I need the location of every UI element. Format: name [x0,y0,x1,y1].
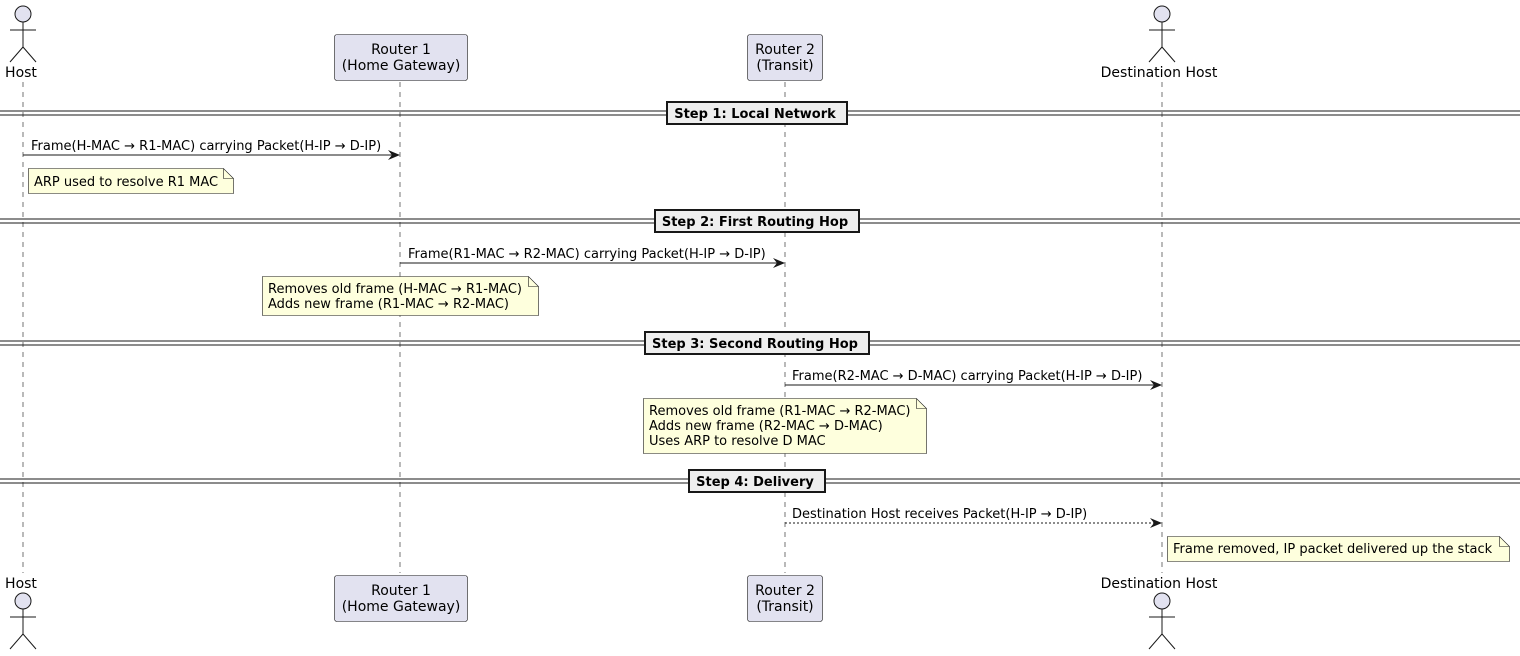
participant-label-line-1: Router 1 [371,42,431,58]
message-label: Frame(R1-MAC → R2-MAC) carrying Packet(H… [408,247,766,262]
participant-destination-host-top: Destination Host [1101,5,1218,81]
participant-box [334,575,468,622]
note-arp-r1: ARP used to resolve R1 MAC [28,168,234,194]
step-divider-4: Step 4: Delivery [0,469,1520,493]
message-delivery-dashed: Destination Host receives Packet(H-IP → … [785,507,1162,528]
step-title: Step 1: Local Network [674,107,836,122]
message-label: Frame(R2-MAC → D-MAC) carrying Packet(H-… [792,369,1142,384]
actor-icon [1148,592,1176,650]
note-shape [28,168,234,194]
participant-label: Destination Host [1101,65,1218,81]
participant-label: Host [5,65,37,81]
step-divider-2: Step 2: First Routing Hop [0,209,1520,233]
message-router-1-to-router-2: Frame(R1-MAC → R2-MAC) carrying Packet(H… [400,247,785,268]
note-text-line-3: Uses ARP to resolve D MAC [649,434,826,449]
note-shape [1167,536,1510,562]
participant-label-line-2: (Home Gateway) [342,599,461,615]
participant-label-line-2: (Transit) [756,58,813,74]
step-title: Step 3: Second Routing Hop [652,337,858,352]
actor-icon [1148,5,1176,63]
participant-label-line-1: Router 2 [755,583,815,599]
participant-label: Destination Host [1101,576,1218,592]
note-frame-removed: Frame removed, IP packet delivered up th… [1167,536,1510,562]
step-title: Step 4: Delivery [696,475,814,490]
participant-router-1-top: Router 1 (Home Gateway) [334,34,468,81]
step-title: Step 2: First Routing Hop [662,215,848,230]
note-text-line-1: Removes old frame (H-MAC → R1-MAC) [268,282,522,297]
note-shape [643,398,927,454]
participant-destination-host-bottom: Destination Host [1101,576,1218,650]
participant-label: Host [5,576,37,592]
message-label: Destination Host receives Packet(H-IP → … [792,507,1087,522]
actor-icon [9,5,37,63]
note-text-line-2: Adds new frame (R2-MAC → D-MAC) [649,419,883,434]
participant-router-2-bottom: Router 2 (Transit) [747,575,823,622]
participant-label-line-1: Router 2 [755,42,815,58]
note-text: ARP used to resolve R1 MAC [34,175,218,190]
participant-host-bottom: Host [5,576,37,650]
participant-box [334,34,468,81]
note-router-2-frame-swap: Removes old frame (R1-MAC → R2-MAC) Adds… [643,398,927,454]
message-label: Frame(H-MAC → R1-MAC) carrying Packet(H-… [31,139,381,154]
message-host-to-router-1: Frame(H-MAC → R1-MAC) carrying Packet(H-… [23,139,400,160]
note-text-line-1: Removes old frame (R1-MAC → R2-MAC) [649,404,911,419]
step-divider-3: Step 3: Second Routing Hop [0,331,1520,355]
actor-icon [9,592,37,650]
message-router-2-to-destination: Frame(R2-MAC → D-MAC) carrying Packet(H-… [785,369,1162,390]
participant-label-line-2: (Transit) [756,599,813,615]
participant-host-top: Host [5,5,37,81]
participant-box [747,34,823,81]
note-text: Frame removed, IP packet delivered up th… [1173,542,1493,557]
participant-label-line-2: (Home Gateway) [342,58,461,74]
participant-router-2-top: Router 2 (Transit) [747,34,823,81]
participant-label-line-1: Router 1 [371,583,431,599]
participant-box [747,575,823,622]
note-text-line-2: Adds new frame (R1-MAC → R2-MAC) [268,297,509,312]
participant-router-1-bottom: Router 1 (Home Gateway) [334,575,468,622]
note-shape [262,276,539,316]
step-divider-1: Step 1: Local Network [0,101,1520,125]
note-router-1-frame-swap: Removes old frame (H-MAC → R1-MAC) Adds … [262,276,539,316]
